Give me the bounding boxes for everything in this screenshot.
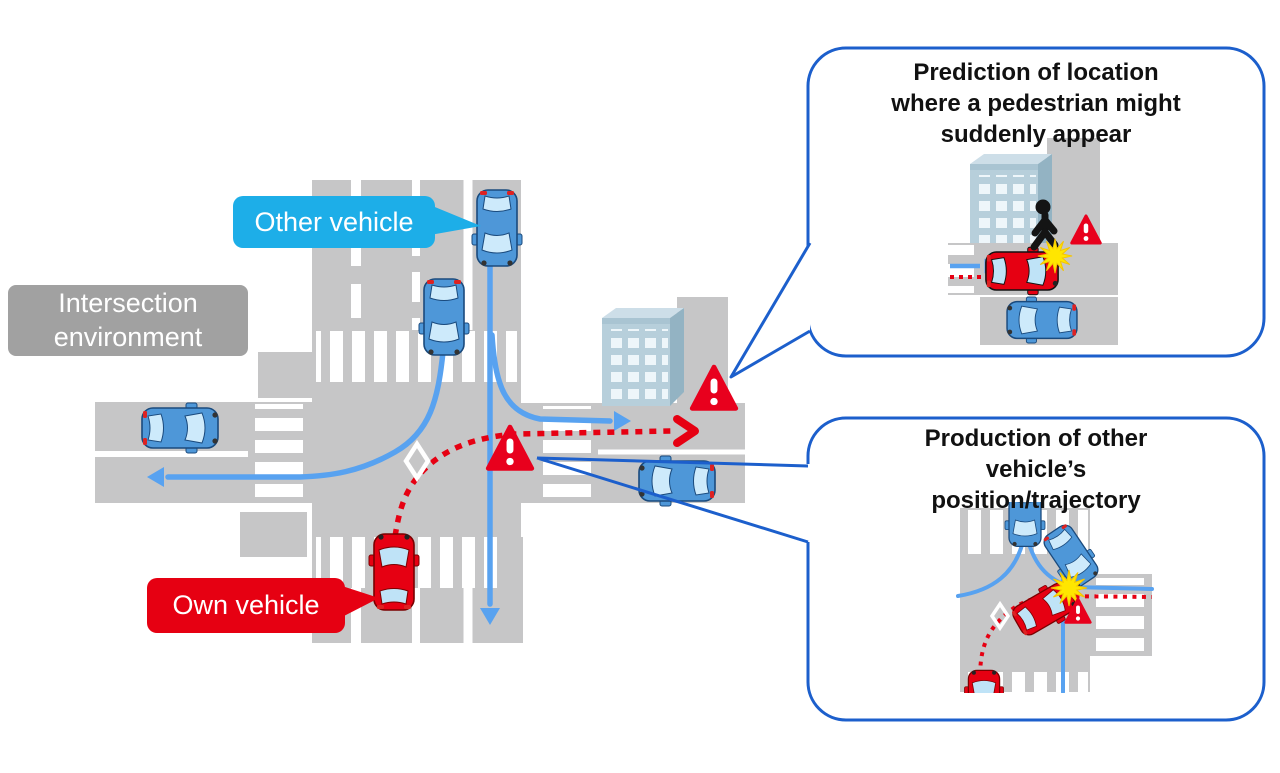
mini-diagram-pedestrian [948, 138, 1118, 345]
other-vehicle-label: Other vehicle [233, 196, 435, 248]
other-vehicle-trajectories [165, 259, 613, 607]
callout-title-pedestrian: Prediction of location where a pedestria… [891, 59, 1181, 149]
crosswalk-north-icon [316, 331, 517, 382]
own-vehicle-label: Own vehicle [147, 578, 345, 633]
other-vehicle-car-icon [419, 279, 469, 355]
callout-tail [729, 242, 812, 379]
own-vehicle-trajectory-dotted [390, 428, 673, 551]
other-vehicle-car-icon [142, 403, 218, 453]
intersection-environment-label: Intersection environment [8, 285, 248, 356]
intersection-core [312, 382, 521, 537]
other-vehicle-car-icon [472, 190, 522, 266]
own-vehicle-label-pointer [342, 586, 379, 617]
southwest-corner-block [240, 512, 307, 557]
diamond-road-marking-icon [989, 600, 1011, 632]
callout-border-gap [806, 464, 811, 542]
other-vehicle-label-pointer [430, 205, 481, 235]
callout-pedestrian-prediction [729, 46, 1266, 379]
callout-title-trajectory: Production of other vehicle’s position/t… [924, 425, 1148, 515]
building-icon [602, 308, 684, 406]
diamond-road-marking-icon [403, 439, 431, 483]
callout-trajectory-prediction [536, 416, 1266, 722]
trajectory-left-turn-east [489, 332, 613, 424]
callout-tail [536, 456, 809, 544]
northwest-corner-block [258, 352, 313, 398]
other-vehicle-car-icon [1007, 297, 1077, 343]
crosswalk-west-icon [255, 404, 303, 498]
mini-diagram-trajectory [956, 502, 1154, 693]
trajectory-right-turn-west [165, 349, 446, 480]
